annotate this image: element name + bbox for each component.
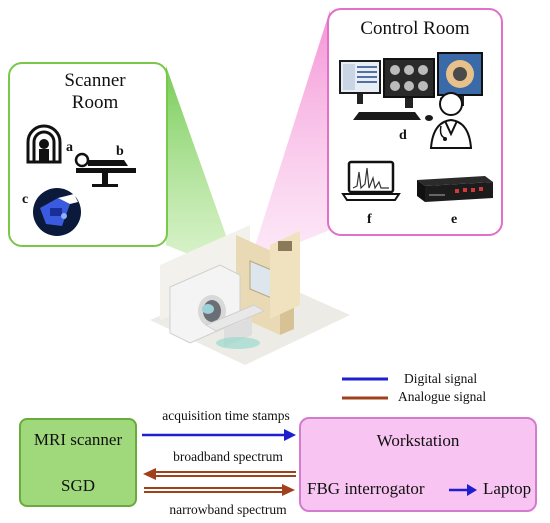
scanner-room-illustration bbox=[150, 225, 350, 365]
control-room-title: Control Room bbox=[360, 18, 470, 39]
mri-box-line2: SGD bbox=[60, 476, 95, 495]
narrowband-label: narrowband spectrum bbox=[169, 502, 287, 517]
fbg-interrogator-icon bbox=[417, 176, 493, 202]
mri-scanner-icon bbox=[26, 124, 62, 164]
legend-analogue-line bbox=[342, 396, 388, 400]
scanner-room-title-line1: Scanner bbox=[64, 70, 126, 91]
label-e: e bbox=[451, 212, 458, 227]
acquisition-arrow bbox=[142, 429, 296, 441]
workstation-title: Workstation bbox=[376, 431, 460, 450]
legend-digital-label: Digital signal bbox=[404, 371, 478, 386]
workstation-box: Workstation FBG interrogator Laptop bbox=[299, 417, 537, 512]
label-f: f bbox=[367, 212, 372, 227]
doctor-icon bbox=[429, 92, 473, 149]
label-c: c bbox=[22, 192, 29, 207]
label-a: a bbox=[66, 140, 73, 155]
legend-analogue-label: Analogue signal bbox=[398, 389, 487, 404]
narrowband-arrow bbox=[144, 484, 295, 496]
scanner-room-panel: Scanner Room a b c bbox=[8, 62, 168, 247]
sgd-device-icon bbox=[33, 188, 81, 236]
monitors-icon bbox=[339, 52, 483, 121]
patient-table-icon bbox=[74, 152, 136, 187]
scanner-room-title-line2: Room bbox=[71, 92, 119, 113]
control-room-panel: Control Room bbox=[327, 8, 503, 236]
laptop-label: Laptop bbox=[483, 479, 532, 498]
acquisition-label: acquisition time stamps bbox=[162, 408, 290, 423]
legend-digital-line bbox=[342, 377, 388, 381]
broadband-label: broadband spectrum bbox=[173, 449, 283, 464]
laptop-icon bbox=[341, 160, 401, 201]
interrogator-to-laptop-arrow bbox=[449, 484, 477, 496]
label-b: b bbox=[116, 144, 124, 159]
broadband-arrow bbox=[143, 468, 296, 480]
label-d: d bbox=[399, 128, 407, 143]
fbg-interrogator-label: FBG interrogator bbox=[307, 479, 425, 498]
mri-scanner-box: MRI scanner SGD bbox=[19, 418, 137, 507]
mri-box-line1: MRI scanner bbox=[33, 430, 123, 449]
